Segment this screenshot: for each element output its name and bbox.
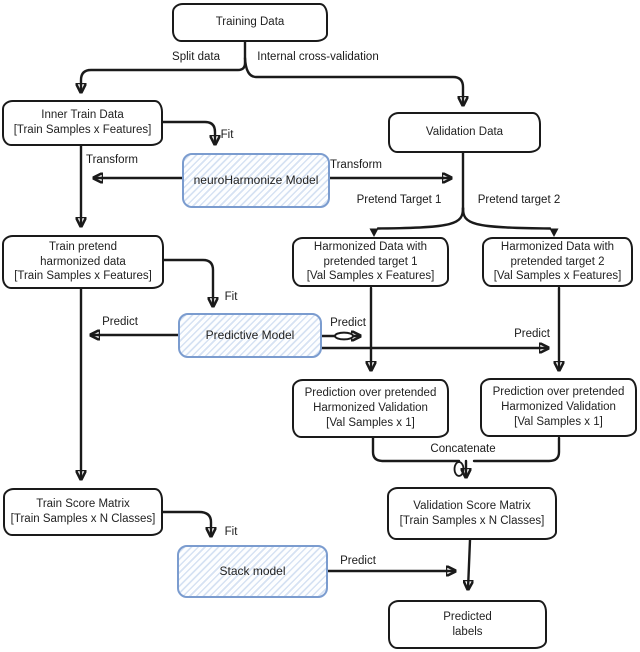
edge-label-predict-bottom: Predict — [340, 555, 376, 567]
edge-label-split-data: Split data — [172, 51, 220, 63]
node-line: Harmonized Data with — [500, 240, 615, 253]
node-line: [Train Samples x Features] — [13, 124, 152, 136]
node-line: [Val Samples x 1] — [326, 416, 415, 429]
node-line: labels — [452, 625, 483, 638]
node-stack-model: Stack model — [177, 545, 328, 598]
edge-label-concatenate: Concatenate — [430, 443, 496, 455]
node-line: Prediction over pretended — [492, 386, 625, 399]
edge-fit-2 — [162, 258, 213, 306]
node-line: [Train Samples x N Classes] — [10, 513, 156, 525]
edge-internal-cv — [243, 56, 463, 105]
node-line: [Val Samples x Features] — [493, 270, 622, 283]
concat-pigtail — [453, 461, 465, 477]
edge-label-fit-2: Fit — [224, 291, 238, 303]
node-harmonized-target-2: Harmonized Data with pretended target 2 … — [482, 237, 633, 287]
node-line: Inner Train Data — [41, 109, 124, 122]
node-line: Stack model — [219, 563, 286, 578]
node-line: Validation Score Matrix — [413, 499, 531, 512]
node-line: [Val Samples x Features] — [306, 270, 435, 283]
node-line: Train Score Matrix — [36, 498, 130, 511]
node-prediction-2: Prediction over pretended Harmonized Val… — [480, 378, 637, 437]
edge-concat-left — [371, 436, 461, 463]
node-line: Harmonized Validation — [313, 402, 428, 415]
node-predicted-labels: Predicted labels — [388, 600, 547, 649]
edge-label-transform-left: Transform — [86, 154, 138, 166]
node-train-score-matrix: Train Score Matrix [Train Samples x N Cl… — [3, 488, 163, 536]
node-line: Harmonized Data with — [313, 240, 428, 253]
edge-split-data — [81, 40, 247, 92]
edge-fork-left — [376, 206, 465, 230]
node-predictive-model: Predictive Model — [178, 313, 322, 358]
edge-label-transform-right: Transform — [330, 159, 382, 171]
node-line: Prediction over pretended — [304, 387, 437, 400]
node-line: Train pretend — [49, 240, 117, 253]
node-line: Validation Data — [425, 126, 504, 139]
edge-label-predict-left: Predict — [102, 316, 138, 328]
node-line: Training Data — [215, 16, 285, 29]
node-line: Predicted — [443, 610, 492, 623]
node-line: harmonized data — [40, 255, 126, 268]
edge-label-pretend-target-1: Pretend Target 1 — [356, 194, 442, 206]
node-line: [Train Samples x Features] — [14, 270, 152, 283]
edge-label-predict-mid: Predict — [330, 317, 366, 329]
node-line: Predictive Model — [205, 327, 295, 342]
edge-fit-3 — [161, 510, 211, 536]
arrowhead-fork-right — [549, 228, 559, 237]
node-line: Harmonized Validation — [501, 401, 616, 414]
node-line: [Train Samples x N Classes] — [399, 514, 545, 527]
edge-label-fit-3: Fit — [224, 526, 238, 538]
arrowhead-fork-left — [369, 228, 379, 237]
node-validation-data: Validation Data — [388, 112, 541, 153]
node-harmonized-target-1: Harmonized Data with pretended target 1 … — [292, 237, 449, 287]
node-training-data: Training Data — [172, 3, 328, 42]
edge-fork-right — [461, 206, 552, 230]
edge-fit-1 — [161, 120, 215, 144]
edge-label-pretend-target-2: Pretend target 2 — [477, 194, 561, 206]
node-line: neuroHarmonize Model — [193, 172, 319, 187]
edge-predicted-labels — [468, 538, 470, 589]
edge-label-fit-1: Fit — [220, 129, 234, 141]
node-line: pretended target 1 — [323, 255, 418, 268]
node-validation-score-matrix: Validation Score Matrix [Train Samples x… — [387, 487, 557, 540]
node-neuroharmonize-model: neuroHarmonize Model — [182, 153, 330, 208]
node-line: pretended target 2 — [510, 255, 605, 268]
node-line: [Val Samples x 1] — [514, 415, 603, 428]
node-inner-train-data: Inner Train Data [Train Samples x Featur… — [2, 100, 163, 146]
edge-concat-right — [472, 436, 561, 463]
node-train-pretend-harmonized: Train pretend harmonized data [Train Sam… — [2, 235, 164, 289]
predict-loop — [334, 331, 354, 341]
edge-label-internal-cv: Internal cross-validation — [257, 51, 379, 63]
node-prediction-1: Prediction over pretended Harmonized Val… — [292, 379, 449, 438]
edge-label-predict-right: Predict — [514, 328, 550, 340]
